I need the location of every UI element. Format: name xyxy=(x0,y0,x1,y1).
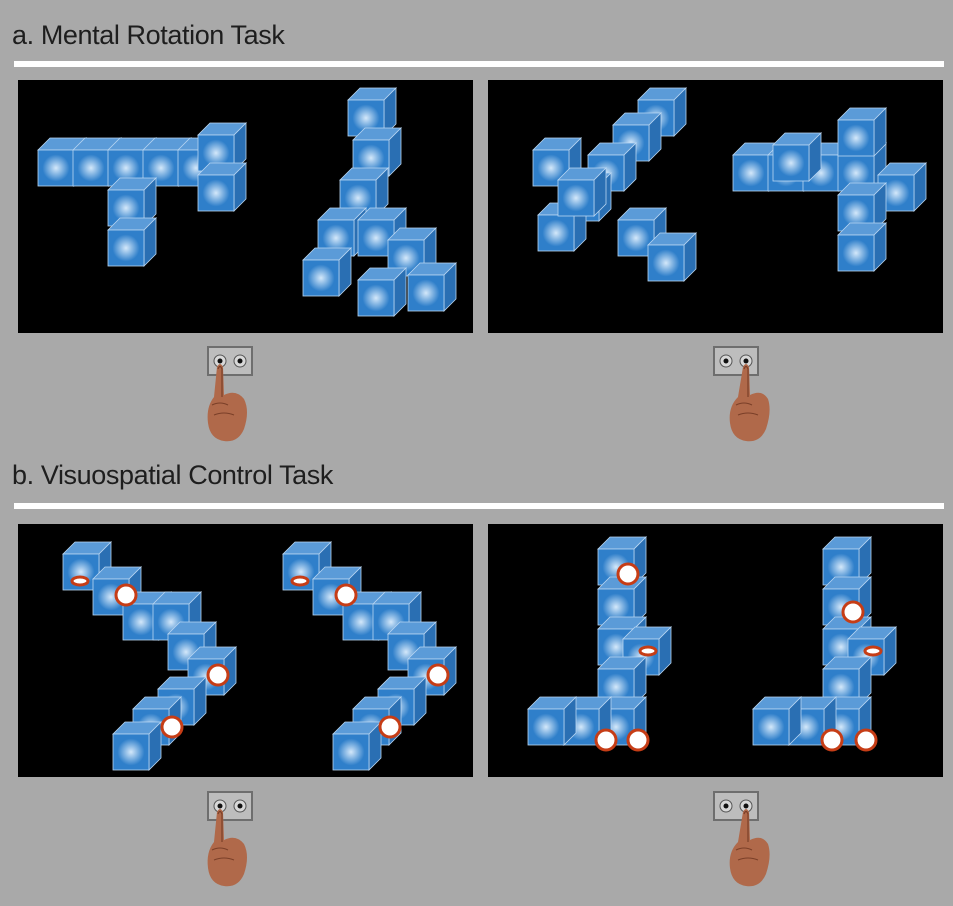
cube-front-face xyxy=(528,709,564,745)
cube-figure xyxy=(63,542,236,770)
circle-marker xyxy=(428,665,448,685)
circle-marker xyxy=(822,730,842,750)
cube-figure xyxy=(283,542,456,770)
stimulus-panel-b-right xyxy=(488,524,943,777)
circle-marker xyxy=(116,585,136,605)
circle-marker xyxy=(380,717,400,737)
circle-marker xyxy=(596,730,616,750)
section-a-divider xyxy=(14,61,944,67)
cube-figure xyxy=(303,88,456,316)
oval-marker xyxy=(292,577,308,585)
stimulus-panel-a-right xyxy=(488,80,943,333)
response-box-a-right xyxy=(710,345,770,445)
circle-marker xyxy=(843,602,863,622)
response-box-a-left xyxy=(200,345,260,445)
cube-front-face xyxy=(733,155,769,191)
button-press-hand-icon xyxy=(710,345,770,445)
button-press-hand-icon xyxy=(200,345,260,445)
cube-front-face xyxy=(558,180,594,216)
cube-figure xyxy=(38,123,246,266)
section-b-divider xyxy=(14,503,944,509)
response-box-b-right xyxy=(710,790,770,890)
stimulus-panel-b-left xyxy=(18,524,473,777)
oval-marker xyxy=(72,577,88,585)
cube-front-face xyxy=(303,260,339,296)
cube-figure xyxy=(733,108,926,271)
button-press-hand-icon xyxy=(200,790,260,890)
cube-front-face xyxy=(108,230,144,266)
cube-front-face xyxy=(753,709,789,745)
cube-figure xyxy=(753,537,896,750)
section-b-title: b. Visuospatial Control Task xyxy=(12,460,333,491)
circle-marker xyxy=(628,730,648,750)
cube-front-face xyxy=(38,150,74,186)
section-a-title: a. Mental Rotation Task xyxy=(12,20,284,51)
circle-marker xyxy=(162,717,182,737)
stimulus-panel-a-left xyxy=(18,80,473,333)
response-box-b-left xyxy=(200,790,260,890)
oval-marker xyxy=(640,647,656,655)
cube-figure xyxy=(528,537,671,750)
circle-marker xyxy=(208,665,228,685)
circle-marker xyxy=(336,585,356,605)
cube-figure xyxy=(533,88,696,281)
cube-front-face xyxy=(773,145,809,181)
button-press-hand-icon xyxy=(710,790,770,890)
circle-marker xyxy=(618,564,638,584)
circle-marker xyxy=(856,730,876,750)
cube-front-face xyxy=(113,734,149,770)
cube-front-face xyxy=(538,215,574,251)
oval-marker xyxy=(865,647,881,655)
cube-front-face xyxy=(838,235,874,271)
cube-front-face xyxy=(333,734,369,770)
cube-front-face xyxy=(648,245,684,281)
cube-front-face xyxy=(838,120,874,156)
cube-front-face xyxy=(358,280,394,316)
cube-front-face xyxy=(408,275,444,311)
cube-front-face xyxy=(73,150,109,186)
cube-front-face xyxy=(198,175,234,211)
